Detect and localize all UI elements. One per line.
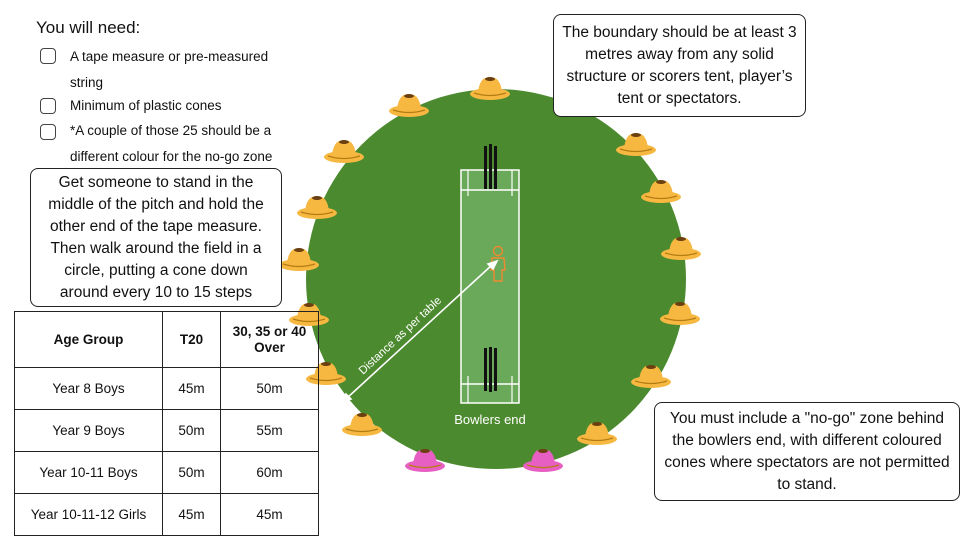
checkbox[interactable]	[40, 48, 56, 64]
table-row: Year 10-11-12 Girls 45m 45m	[14, 493, 319, 536]
table-cell: Year 10-11 Boys	[14, 451, 163, 494]
table-row: Year 8 Boys 45m 50m	[14, 367, 319, 410]
table-cell: 60m	[220, 451, 319, 494]
table-cell: 45m	[162, 367, 221, 410]
bowlers-end-label: Bowlers end	[454, 412, 526, 427]
checklist-title: You will need:	[36, 18, 141, 37]
person-icon	[490, 245, 506, 282]
table-cell: 50m	[162, 451, 221, 494]
instruction-no-go-box: You must include a "no-go" zone behind t…	[654, 402, 960, 501]
table-row: Year 10-11 Boys 50m 60m	[14, 451, 319, 494]
stumps-top	[484, 144, 497, 189]
checklist-item: A tape measure or pre-measured string	[70, 49, 269, 90]
table-cell: Year 10-11-12 Girls	[14, 493, 163, 536]
checklist-item: Minimum of plastic cones	[70, 98, 222, 113]
distance-arrow	[340, 259, 499, 404]
table-header-row: Age Group T20 30, 35 or 40 Over	[14, 311, 319, 368]
table-cell: 50m	[220, 367, 319, 410]
checkbox[interactable]	[40, 124, 56, 140]
table-cell: Year 9 Boys	[14, 409, 163, 452]
checklist-item: *A couple of those 25 should be a differ…	[70, 123, 273, 164]
instruction-boundary-box: The boundary should be at least 3 metres…	[553, 14, 806, 117]
header-t20: T20	[162, 311, 221, 368]
header-over: 30, 35 or 40 Over	[220, 311, 319, 368]
cone	[469, 76, 511, 101]
distance-table: Age Group T20 30, 35 or 40 Over Year 8 B…	[14, 311, 319, 536]
table-cell: 45m	[162, 493, 221, 536]
instruction-walk-box: Get someone to stand in the middle of th…	[30, 168, 282, 307]
table-cell: Year 8 Boys	[14, 367, 163, 410]
table-row: Year 9 Boys 50m 55m	[14, 409, 319, 452]
checkbox[interactable]	[40, 98, 56, 114]
table-cell: 50m	[162, 409, 221, 452]
header-age-group: Age Group	[14, 311, 163, 368]
table-cell: 45m	[220, 493, 319, 536]
table-cell: 55m	[220, 409, 319, 452]
stumps-bottom	[484, 347, 497, 392]
